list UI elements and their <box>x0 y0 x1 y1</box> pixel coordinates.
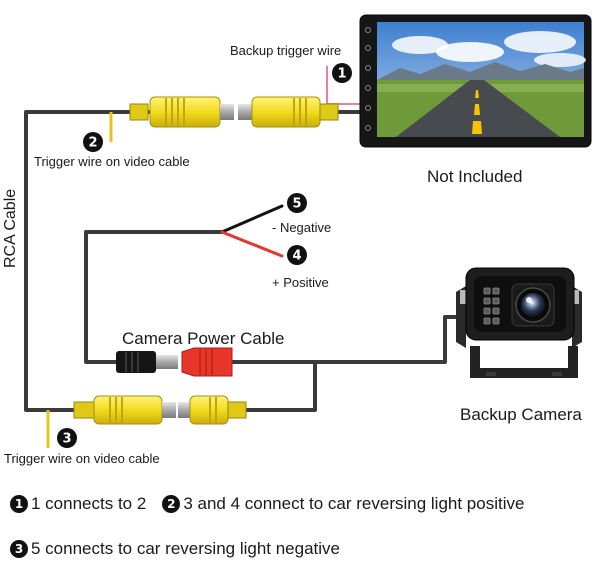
notes-row-1: 1 1 connects to 2 2 3 and 4 connect to c… <box>10 494 524 514</box>
power-connector-red <box>181 347 233 377</box>
not-included-label: Not Included <box>427 167 523 186</box>
power-connector-black <box>116 351 178 373</box>
power-split-wires <box>220 204 284 258</box>
note-1-bullet: 1 <box>10 495 28 513</box>
backup-trigger-wire-label: Backup trigger wire <box>230 43 342 58</box>
marker-3-number: 3 <box>62 432 71 447</box>
camera-power-cable-label: Camera Power Cable <box>122 329 285 348</box>
marker-2: 2 <box>83 132 103 152</box>
marker-4: 4 <box>287 245 307 265</box>
positive-label: + Positive <box>272 275 329 290</box>
note-2-bullet: 2 <box>162 495 181 513</box>
marker-5: 5 <box>287 193 307 213</box>
negative-label: - Negative <box>272 220 332 235</box>
trigger-wire-bottom-label: Trigger wire on video cable <box>4 451 160 466</box>
marker-4-number: 4 <box>292 249 301 264</box>
marker-5-number: 5 <box>292 197 301 212</box>
marker-1-number: 1 <box>337 67 346 82</box>
monitor-side-buttons <box>365 27 371 131</box>
note-2-text: 3 and 4 connect to car reversing light p… <box>183 494 525 513</box>
rca-connector-top-male <box>238 96 339 128</box>
rca-connector-bottom-female <box>73 395 176 425</box>
note-3-bullet: 3 <box>10 540 28 558</box>
notes-row-2: 3 5 connects to car reversing light nega… <box>10 539 340 559</box>
power-cable <box>84 230 466 364</box>
rca-connector-bottom-male <box>178 395 247 425</box>
rca-cable-label: RCA Cable <box>2 189 19 268</box>
monitor-screen-road-image <box>377 22 586 137</box>
rca-connector-top-female <box>129 96 234 128</box>
backup-camera-label: Backup Camera <box>460 405 582 424</box>
camera-ir-leds <box>483 287 500 325</box>
car-monitor <box>359 14 592 148</box>
note-1-text: 1 connects to 2 <box>31 494 147 513</box>
note-3-text: 5 connects to car reversing light negati… <box>31 539 341 558</box>
backup-camera <box>456 267 582 378</box>
marker-1: 1 <box>332 63 352 83</box>
marker-3: 3 <box>57 428 77 448</box>
marker-2-number: 2 <box>88 136 97 151</box>
trigger-wire-top-label: Trigger wire on video cable <box>34 154 190 169</box>
